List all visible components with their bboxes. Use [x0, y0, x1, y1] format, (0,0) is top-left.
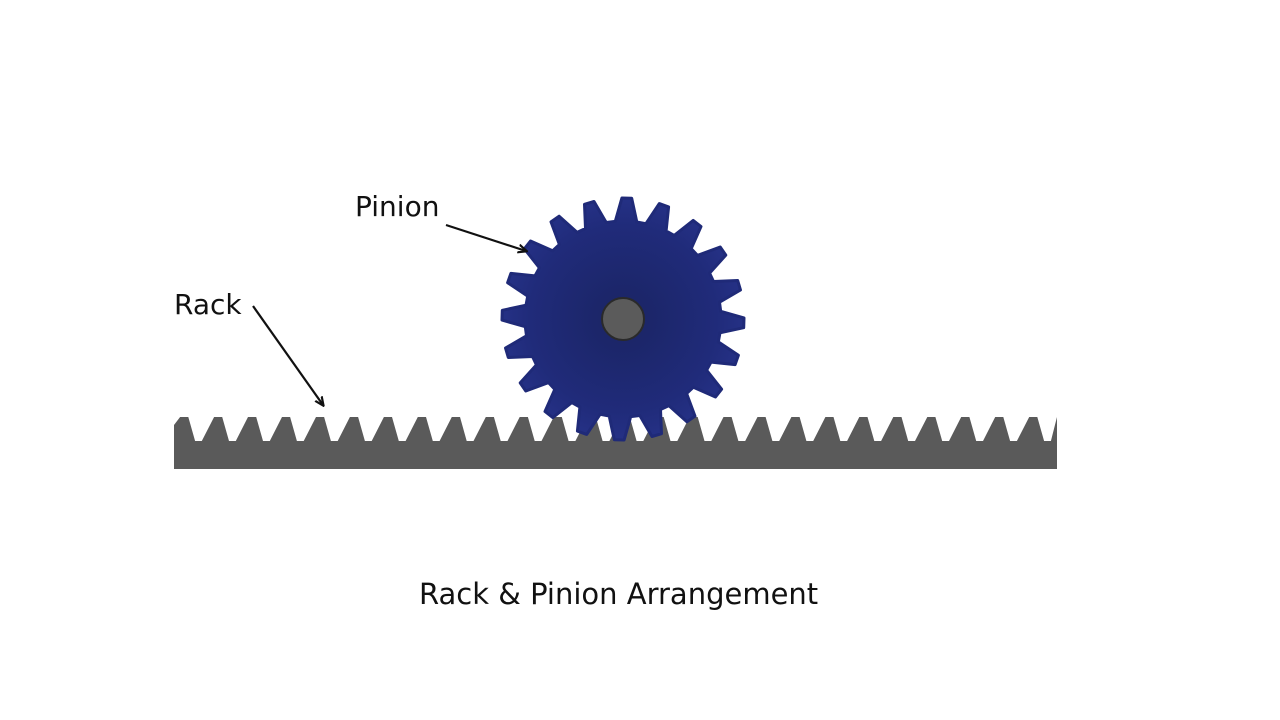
- pinion-leader-arrow: [445, 223, 526, 251]
- diagram-caption: Rack & Pinion Arrangement: [419, 577, 819, 611]
- rack-leader-arrow: [252, 305, 323, 405]
- pinion-hub: [601, 297, 645, 341]
- pinion-label: Pinion: [355, 190, 440, 223]
- pinion-gear: [500, 196, 746, 442]
- rack-label: Rack: [174, 288, 242, 321]
- rack: [174, 417, 1057, 469]
